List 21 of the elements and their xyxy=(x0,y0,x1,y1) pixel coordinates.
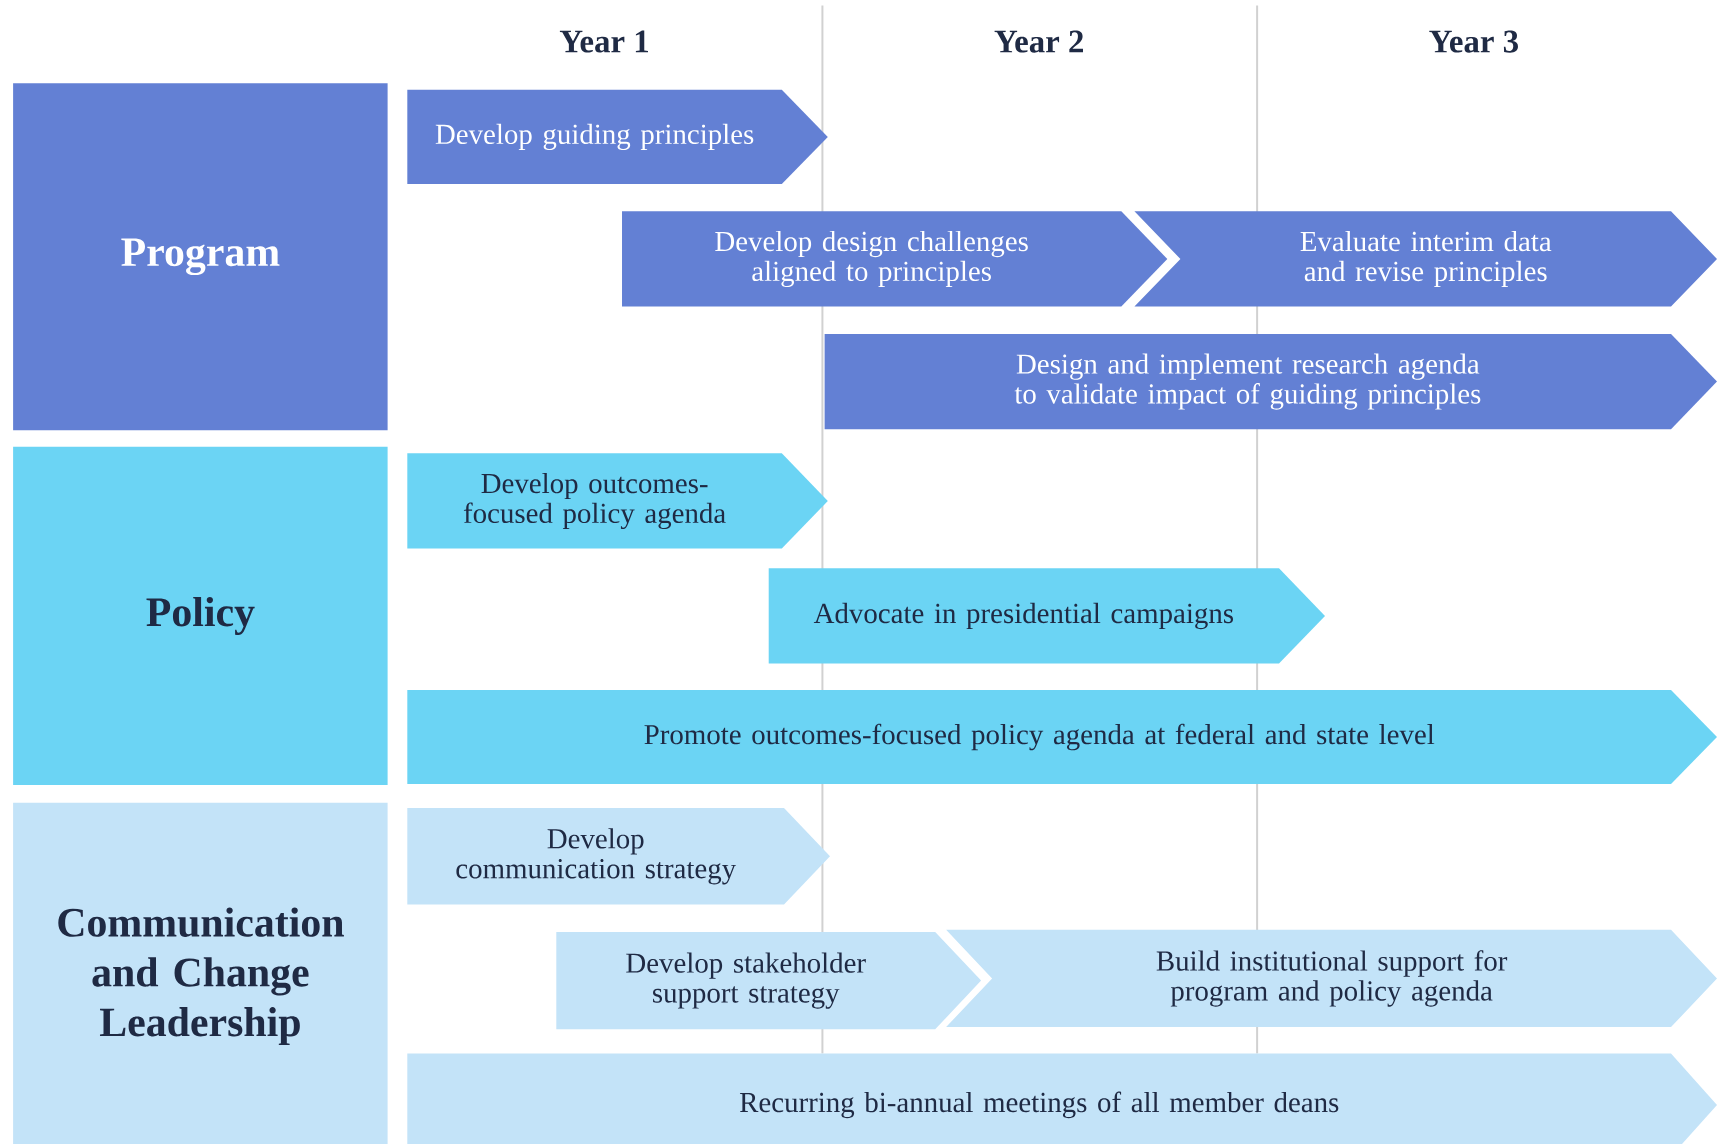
node-label: Develop stakeholder support strategy xyxy=(626,952,866,1009)
year-label: Year 3 xyxy=(1429,30,1518,53)
category-box: Program xyxy=(13,83,388,431)
timeline-bar: Develop guiding principles xyxy=(407,89,828,184)
year-label: Year 1 xyxy=(559,30,648,53)
timeline-bar: Develop outcomes-focused policy agenda xyxy=(407,453,828,549)
timeline-bar: Evaluate interim data and revise principles xyxy=(1134,211,1717,307)
timeline-bar: Recurring bi-annual meetings of all member deans xyxy=(407,1053,1717,1144)
category-box: Communication and Change Leadership xyxy=(13,802,388,1144)
timeline-bar: Develop communication strategy xyxy=(407,808,830,905)
node-label: Develop design challenges aligned to principles xyxy=(715,230,1028,288)
timeline-bar: Build institutional support for program and policy agenda xyxy=(946,929,1717,1028)
timeline-bar: Develop stakeholder support strategy xyxy=(556,931,982,1030)
timeline-bar: Promote outcomes-focused policy agenda at federal and state level xyxy=(407,689,1717,784)
category-box: Policy xyxy=(13,446,388,786)
node-label: Evaluate interim data and revise principles xyxy=(1300,230,1552,288)
timeline-bar: Design and implement research agenda to validate impact of guiding principles xyxy=(824,334,1717,430)
node-label: Build institutional support for program and policy agenda xyxy=(1156,950,1508,1007)
timeline-bar: Advocate in presidential campaigns xyxy=(768,568,1325,664)
timeline-bar: Develop design challenges aligned to principles xyxy=(622,211,1168,307)
year-label: Year 2 xyxy=(994,30,1083,53)
